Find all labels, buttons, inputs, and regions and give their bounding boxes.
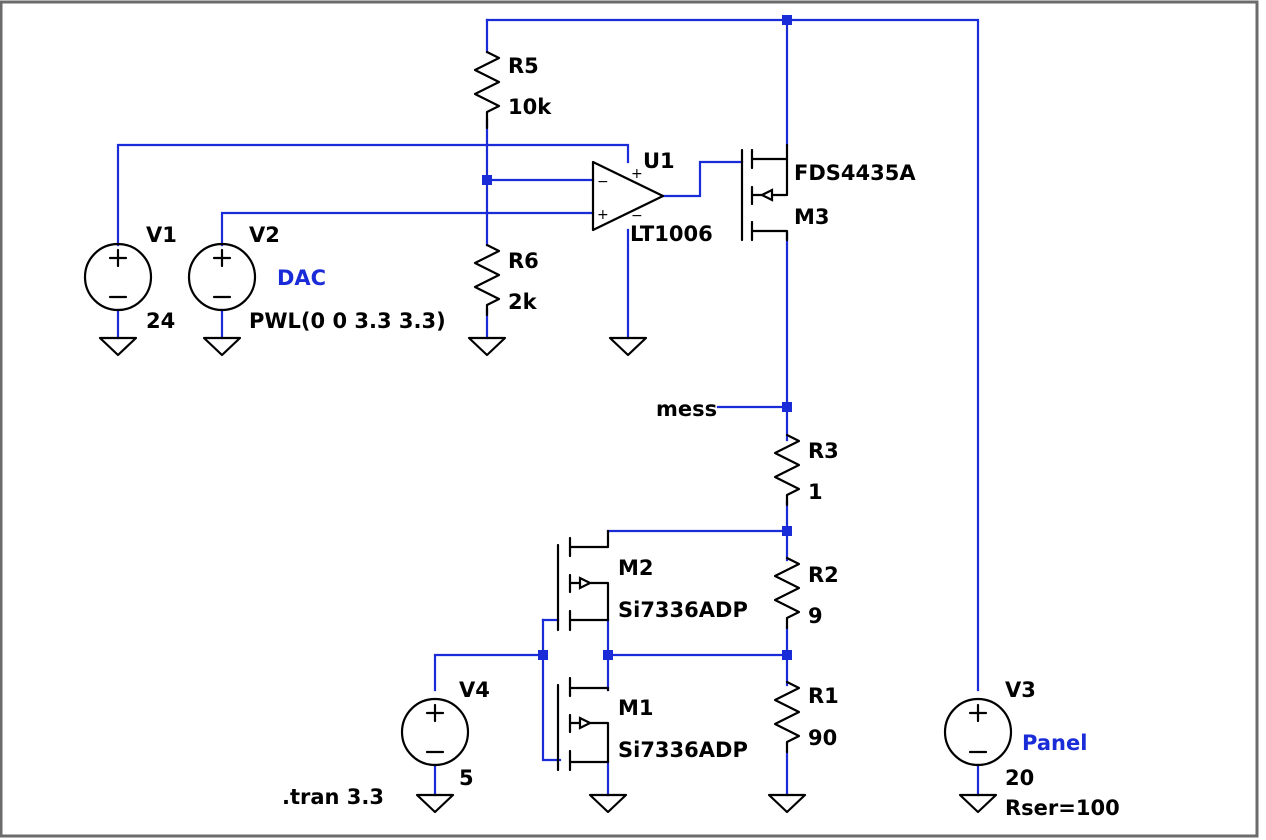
junction-dot (538, 650, 548, 660)
resistor-r1[interactable]: R1 90 (773, 680, 839, 754)
r5-value: 10k (508, 95, 552, 119)
mosfet-m3[interactable]: FDS4435A M3 (740, 143, 916, 242)
spice-directive-tran[interactable]: .tran 3.3 (282, 785, 384, 809)
v3-rser: Rser=100 (1005, 796, 1120, 820)
wires (116, 18, 980, 797)
junction-dot (482, 175, 492, 185)
wire (541, 618, 562, 762)
grounds (98, 336, 998, 814)
ground-symbol (767, 793, 807, 814)
net-label-mess[interactable]: mess (656, 397, 717, 421)
opamp-vminus-sign: − (631, 208, 643, 224)
junction-dot (782, 526, 792, 536)
wire (433, 653, 545, 692)
junction-dot (782, 15, 792, 25)
m2-name: M2 (618, 556, 654, 580)
ground-symbol (608, 336, 648, 357)
m1-name: M1 (618, 696, 654, 720)
v2-value: PWL(0 0 3.3 3.3) (249, 309, 446, 333)
wire (485, 18, 980, 692)
ground-symbol (467, 336, 507, 357)
ground-symbol (202, 336, 242, 357)
m3-name: M3 (794, 205, 830, 229)
resistor-r2[interactable]: R2 9 (773, 556, 839, 630)
opamp-plus-sign: + (597, 207, 609, 223)
opamp-minus-sign: − (597, 174, 609, 190)
mosfet-m2[interactable]: M2 Si7336ADP (556, 529, 748, 632)
body-diode-arrow (759, 188, 774, 202)
opamp-vplus-sign: + (631, 166, 643, 182)
wire (220, 211, 595, 247)
ground-symbol (415, 793, 455, 814)
opamp-u1[interactable]: − + + − U1 LT1006 (591, 149, 713, 246)
v1-name: V1 (146, 223, 177, 247)
voltage-source-v1[interactable]: V1 24 (83, 223, 177, 333)
r1-value: 90 (808, 726, 837, 750)
voltage-source-v3[interactable]: V3 Panel 20 Rser=100 (943, 678, 1120, 820)
wire (661, 160, 744, 198)
ground-symbol (98, 336, 138, 357)
resistor-r3[interactable]: R3 1 (773, 433, 839, 507)
ground-symbol (958, 793, 998, 814)
r2-name: R2 (808, 563, 839, 587)
mosfet-m1[interactable]: M1 Si7336ADP (556, 676, 748, 772)
u1-model: LT1006 (630, 222, 713, 246)
v3-value: 20 (1005, 766, 1034, 790)
v3-label: Panel (1022, 731, 1087, 755)
junctions (482, 15, 792, 660)
m3-model: FDS4435A (794, 161, 916, 185)
v3-name: V3 (1005, 678, 1036, 702)
junction-dot (782, 402, 792, 412)
v4-name: V4 (459, 678, 490, 702)
ground-symbol (588, 793, 628, 814)
r6-value: 2k (508, 290, 538, 314)
m1-model: Si7336ADP (618, 738, 748, 762)
opamp-triangle (591, 160, 665, 232)
u1-name: U1 (643, 149, 675, 173)
v2-label: DAC (277, 266, 326, 290)
r2-value: 9 (808, 604, 823, 628)
r5-name: R5 (508, 54, 539, 78)
junction-dot (603, 650, 613, 660)
m2-model: Si7336ADP (618, 598, 748, 622)
resistor-r6[interactable]: R6 2k (473, 243, 539, 317)
v4-value: 5 (459, 766, 474, 790)
v2-name: V2 (249, 223, 280, 247)
v1-value: 24 (146, 309, 175, 333)
junction-dot (782, 650, 792, 660)
wire (116, 143, 630, 247)
r3-name: R3 (808, 439, 839, 463)
body-arrow (578, 716, 593, 730)
body-arrow (578, 576, 593, 590)
resistor-r5[interactable]: R5 10k (473, 50, 552, 130)
r1-name: R1 (808, 684, 839, 708)
r3-value: 1 (808, 480, 823, 504)
voltage-source-v4[interactable]: V4 5 (400, 678, 490, 790)
r6-name: R6 (508, 249, 539, 273)
voltage-source-v2[interactable]: V2 DAC PWL(0 0 3.3 3.3) (187, 223, 446, 333)
